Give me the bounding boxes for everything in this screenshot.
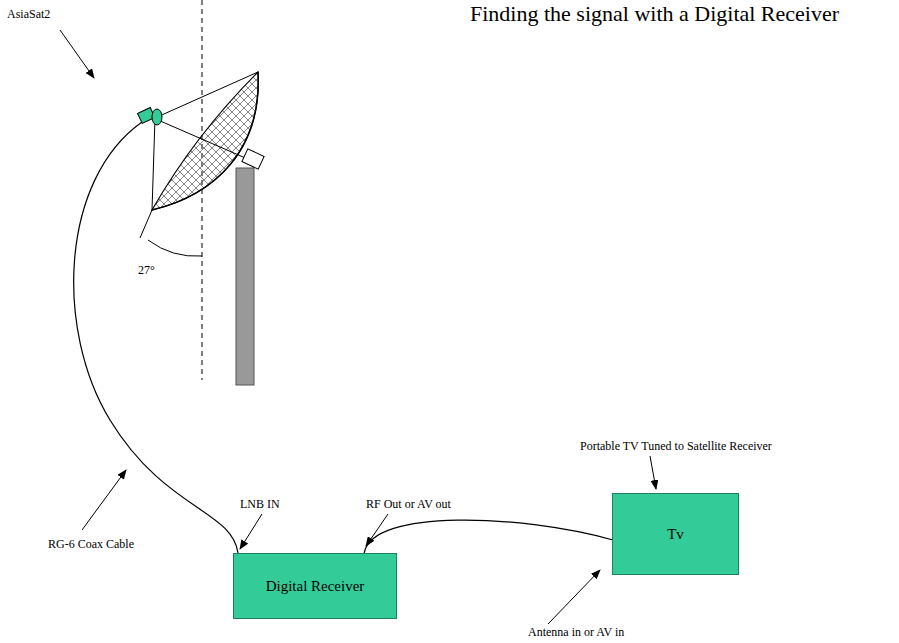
dish-back: [152, 72, 258, 210]
annotation-label: Portable TV Tuned to Satellite Receiver: [580, 440, 772, 453]
diagram-title: Finding the signal with a Digital Receiv…: [470, 2, 839, 26]
box-label: Digital Receiver: [258, 574, 373, 599]
annotation-label: RF Out or AV out: [366, 498, 451, 511]
angle-arc: [148, 240, 202, 256]
leader-arrow: [82, 470, 126, 530]
leader-arrow: [548, 570, 600, 624]
annotation-label: LNB IN: [240, 498, 280, 511]
mount-bracket: [242, 149, 264, 169]
lnb-feed: [152, 109, 162, 125]
leader-arrow: [240, 514, 262, 549]
annotation-label: 27°: [138, 264, 155, 277]
box-label: Tv: [659, 522, 692, 547]
device-box: Tv: [612, 493, 739, 575]
device-box: Digital Receiver: [233, 553, 397, 619]
leader-arrow: [650, 456, 656, 489]
cable-connector: [364, 520, 612, 553]
mount-pole: [236, 168, 254, 385]
annotation-label: Antenna in or AV in: [528, 626, 624, 639]
feed-strut: [158, 120, 250, 160]
feed-strut: [152, 118, 155, 210]
annotation-label: RG-6 Coax Cable: [48, 538, 134, 551]
dish-reflector: [152, 72, 258, 210]
feed-strut: [155, 72, 258, 118]
leader-arrow: [60, 30, 94, 78]
annotation-label: AsiaSat2: [7, 8, 50, 21]
coax-cable: [74, 122, 238, 553]
angle-line: [140, 210, 152, 238]
leader-arrow: [366, 514, 388, 546]
